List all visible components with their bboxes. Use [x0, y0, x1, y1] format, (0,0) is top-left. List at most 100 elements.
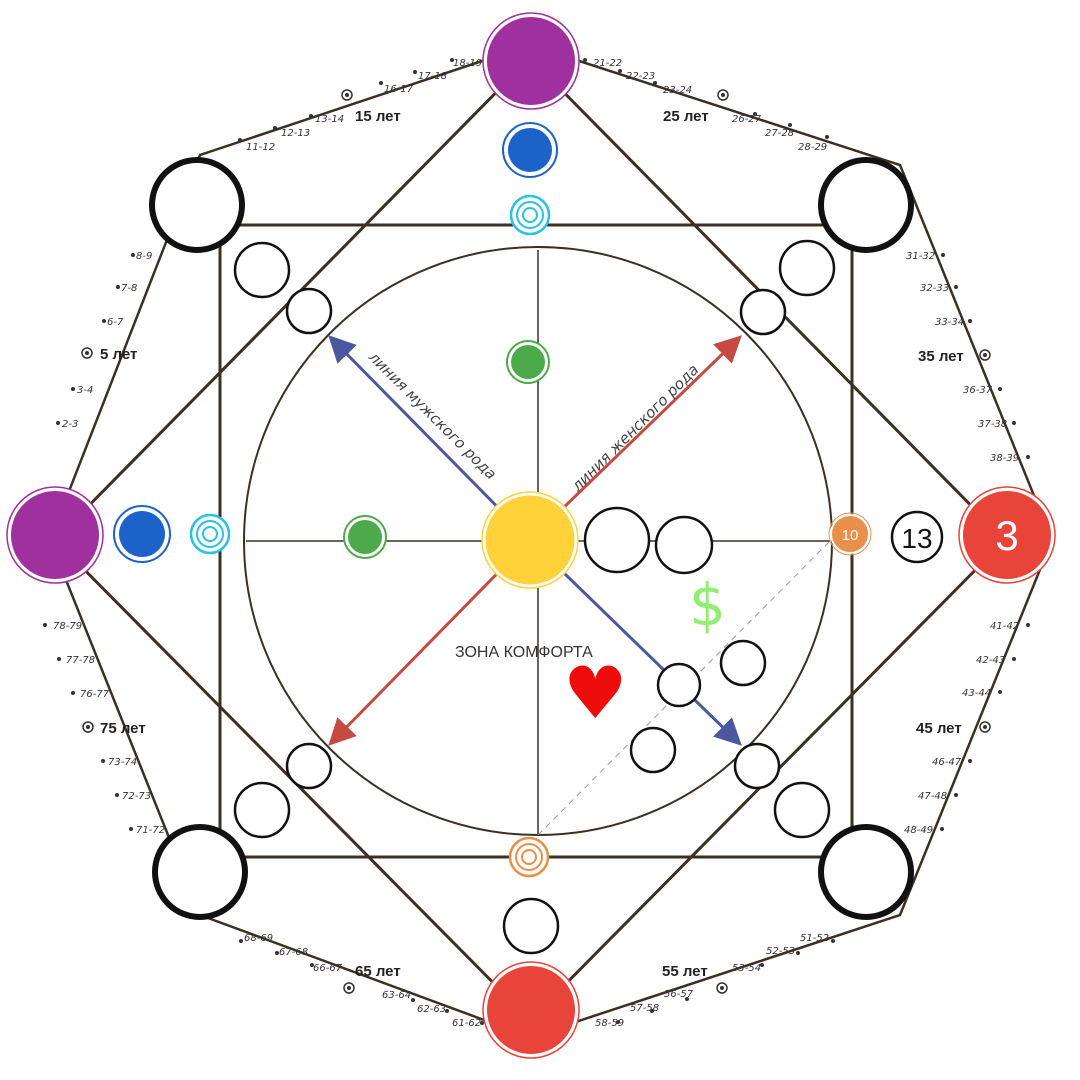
- svg-text:17-18: 17-18: [418, 71, 447, 82]
- node-bottom-orange[interactable]: [508, 836, 550, 878]
- svg-text:13-14: 13-14: [315, 114, 344, 125]
- node-left-green[interactable]: [343, 515, 387, 559]
- node-inner-top-right-b[interactable]: [739, 288, 787, 336]
- node-corner-top-right[interactable]: [818, 157, 914, 253]
- node-quad-b[interactable]: [719, 639, 767, 687]
- node-corner-bottom-left[interactable]: [152, 824, 248, 920]
- node-inner-top-right-a[interactable]: [778, 239, 836, 297]
- age-minor-top-left: 11-12 12-13 13-14 16-17 17-18 18-19: [238, 58, 482, 153]
- node-left-blue[interactable]: [113, 505, 171, 563]
- svg-text:43-44: 43-44: [962, 688, 991, 699]
- node-right-white[interactable]: 13: [890, 510, 944, 564]
- svg-text:8-9: 8-9: [136, 251, 152, 262]
- svg-text:78-79: 78-79: [53, 621, 82, 632]
- svg-text:53-54: 53-54: [732, 963, 761, 974]
- node-left-cyan[interactable]: [189, 513, 231, 555]
- svg-text:48-49: 48-49: [904, 825, 933, 836]
- svg-text:35 лет: 35 лет: [918, 348, 964, 365]
- node-top-cyan[interactable]: [509, 194, 551, 236]
- dashed-diagonal: [537, 540, 831, 836]
- node-inner-bottom-left-b[interactable]: [285, 742, 333, 790]
- svg-text:55 лет: 55 лет: [662, 963, 708, 980]
- age-major-45: 45 лет: [916, 720, 991, 737]
- svg-text:3-4: 3-4: [77, 385, 93, 396]
- node-right-inner-a[interactable]: [583, 506, 651, 574]
- age-minor-left-upper: 8-9 7-8 6-7 3-4 2-3: [56, 251, 152, 430]
- svg-text:58-59: 58-59: [595, 1018, 624, 1029]
- age-minor-bottom-left: 61-62 62-63 63-64 66-67 67-68 68-69: [239, 933, 484, 1029]
- node-inner-top-left-a[interactable]: [233, 241, 291, 299]
- node-right-inner-b[interactable]: [654, 515, 714, 575]
- age-major-25: 25 лет: [663, 89, 729, 125]
- svg-text:66-67: 66-67: [313, 963, 343, 974]
- svg-text:12-13: 12-13: [281, 128, 310, 139]
- age-minor-right-lower: 41-42 42-43 43-44 46-47 47-48 48-49: [904, 621, 1030, 836]
- male-line-label: линия мужского рода: [364, 347, 500, 483]
- node-quad-a[interactable]: [656, 662, 702, 708]
- node-center-yellow[interactable]: [481, 491, 579, 589]
- node-corner-bottom-right[interactable]: [818, 824, 914, 920]
- age-minor-top-right: 21-22 22-23 23-24 26-27 27-28 28-29: [583, 58, 829, 153]
- svg-text:6-7: 6-7: [107, 317, 124, 328]
- age-major-75: 75 лет: [82, 720, 146, 737]
- node-right-orange[interactable]: 10: [828, 512, 872, 556]
- node-inner-bottom-left-a[interactable]: [233, 781, 291, 839]
- svg-text:37-38: 37-38: [978, 419, 1007, 430]
- svg-text:21-22: 21-22: [593, 58, 622, 69]
- age-major-35: 35 лет: [918, 348, 991, 365]
- svg-text:62-63: 62-63: [417, 1004, 446, 1015]
- svg-text:33-34: 33-34: [935, 317, 964, 328]
- svg-text:42-43: 42-43: [976, 655, 1005, 666]
- svg-text:47-48: 47-48: [918, 791, 947, 802]
- svg-text:68-69: 68-69: [244, 933, 273, 944]
- svg-text:72-73: 72-73: [122, 791, 151, 802]
- node-inner-top-left-b[interactable]: [285, 287, 333, 335]
- node-top-blue[interactable]: [502, 122, 558, 178]
- age-major-55: 55 лет: [662, 963, 728, 994]
- age-major-15: 15 лет: [341, 89, 401, 125]
- dollar-icon: $: [689, 571, 726, 639]
- svg-text:71-72: 71-72: [136, 825, 165, 836]
- svg-text:51-52: 51-52: [800, 933, 829, 944]
- svg-text:77-78: 77-78: [66, 655, 95, 666]
- age-major-5: 5 лет: [81, 346, 137, 363]
- age-major-65: 65 лет: [343, 963, 401, 994]
- node-corner-top-left[interactable]: [149, 157, 245, 253]
- svg-text:45 лет: 45 лет: [916, 720, 962, 737]
- svg-text:25 лет: 25 лет: [663, 108, 709, 125]
- node-top-green[interactable]: [506, 340, 550, 384]
- svg-text:16-17: 16-17: [384, 84, 414, 95]
- svg-text:61-62: 61-62: [452, 1018, 481, 1029]
- node-top-purple[interactable]: [482, 12, 580, 110]
- svg-text:27-28: 27-28: [765, 128, 794, 139]
- svg-text:63-64: 63-64: [382, 990, 411, 1001]
- node-inner-bottom-right-b[interactable]: [733, 742, 781, 790]
- svg-text:73-74: 73-74: [108, 757, 137, 768]
- svg-text:76-77: 76-77: [80, 689, 110, 700]
- node-quad-c[interactable]: [629, 726, 677, 774]
- comfort-zone-label: ЗОНА КОМФОРТА: [455, 644, 593, 661]
- svg-text:11-12: 11-12: [246, 142, 275, 153]
- node-inner-bottom-right-a[interactable]: [773, 781, 831, 839]
- svg-text:22-23: 22-23: [626, 71, 655, 82]
- svg-text:26-27: 26-27: [732, 114, 762, 125]
- node-bottom-white[interactable]: [502, 897, 560, 955]
- svg-text:18-19: 18-19: [453, 58, 482, 69]
- node-left-purple[interactable]: [6, 486, 104, 584]
- svg-text:57-58: 57-58: [630, 1003, 659, 1014]
- svg-text:67-68: 67-68: [279, 947, 308, 958]
- age-minor-right-upper: 31-32 32-33 33-34 36-37 37-38 38-39: [906, 251, 1030, 464]
- node-right-red[interactable]: 3: [958, 486, 1056, 584]
- svg-text:7-8: 7-8: [121, 283, 137, 294]
- svg-text:2-3: 2-3: [62, 419, 78, 430]
- svg-text:36-37: 36-37: [963, 385, 993, 396]
- svg-text:15 лет: 15 лет: [355, 108, 401, 125]
- svg-text:56-57: 56-57: [664, 989, 694, 1000]
- svg-text:75 лет: 75 лет: [100, 720, 146, 737]
- svg-text:46-47: 46-47: [932, 757, 962, 768]
- female-line-label: линия женского рода: [567, 361, 702, 496]
- node-right-white-value: 13: [901, 523, 932, 554]
- node-bottom-red[interactable]: [482, 961, 580, 1059]
- heart-icon: ♥: [563, 651, 628, 735]
